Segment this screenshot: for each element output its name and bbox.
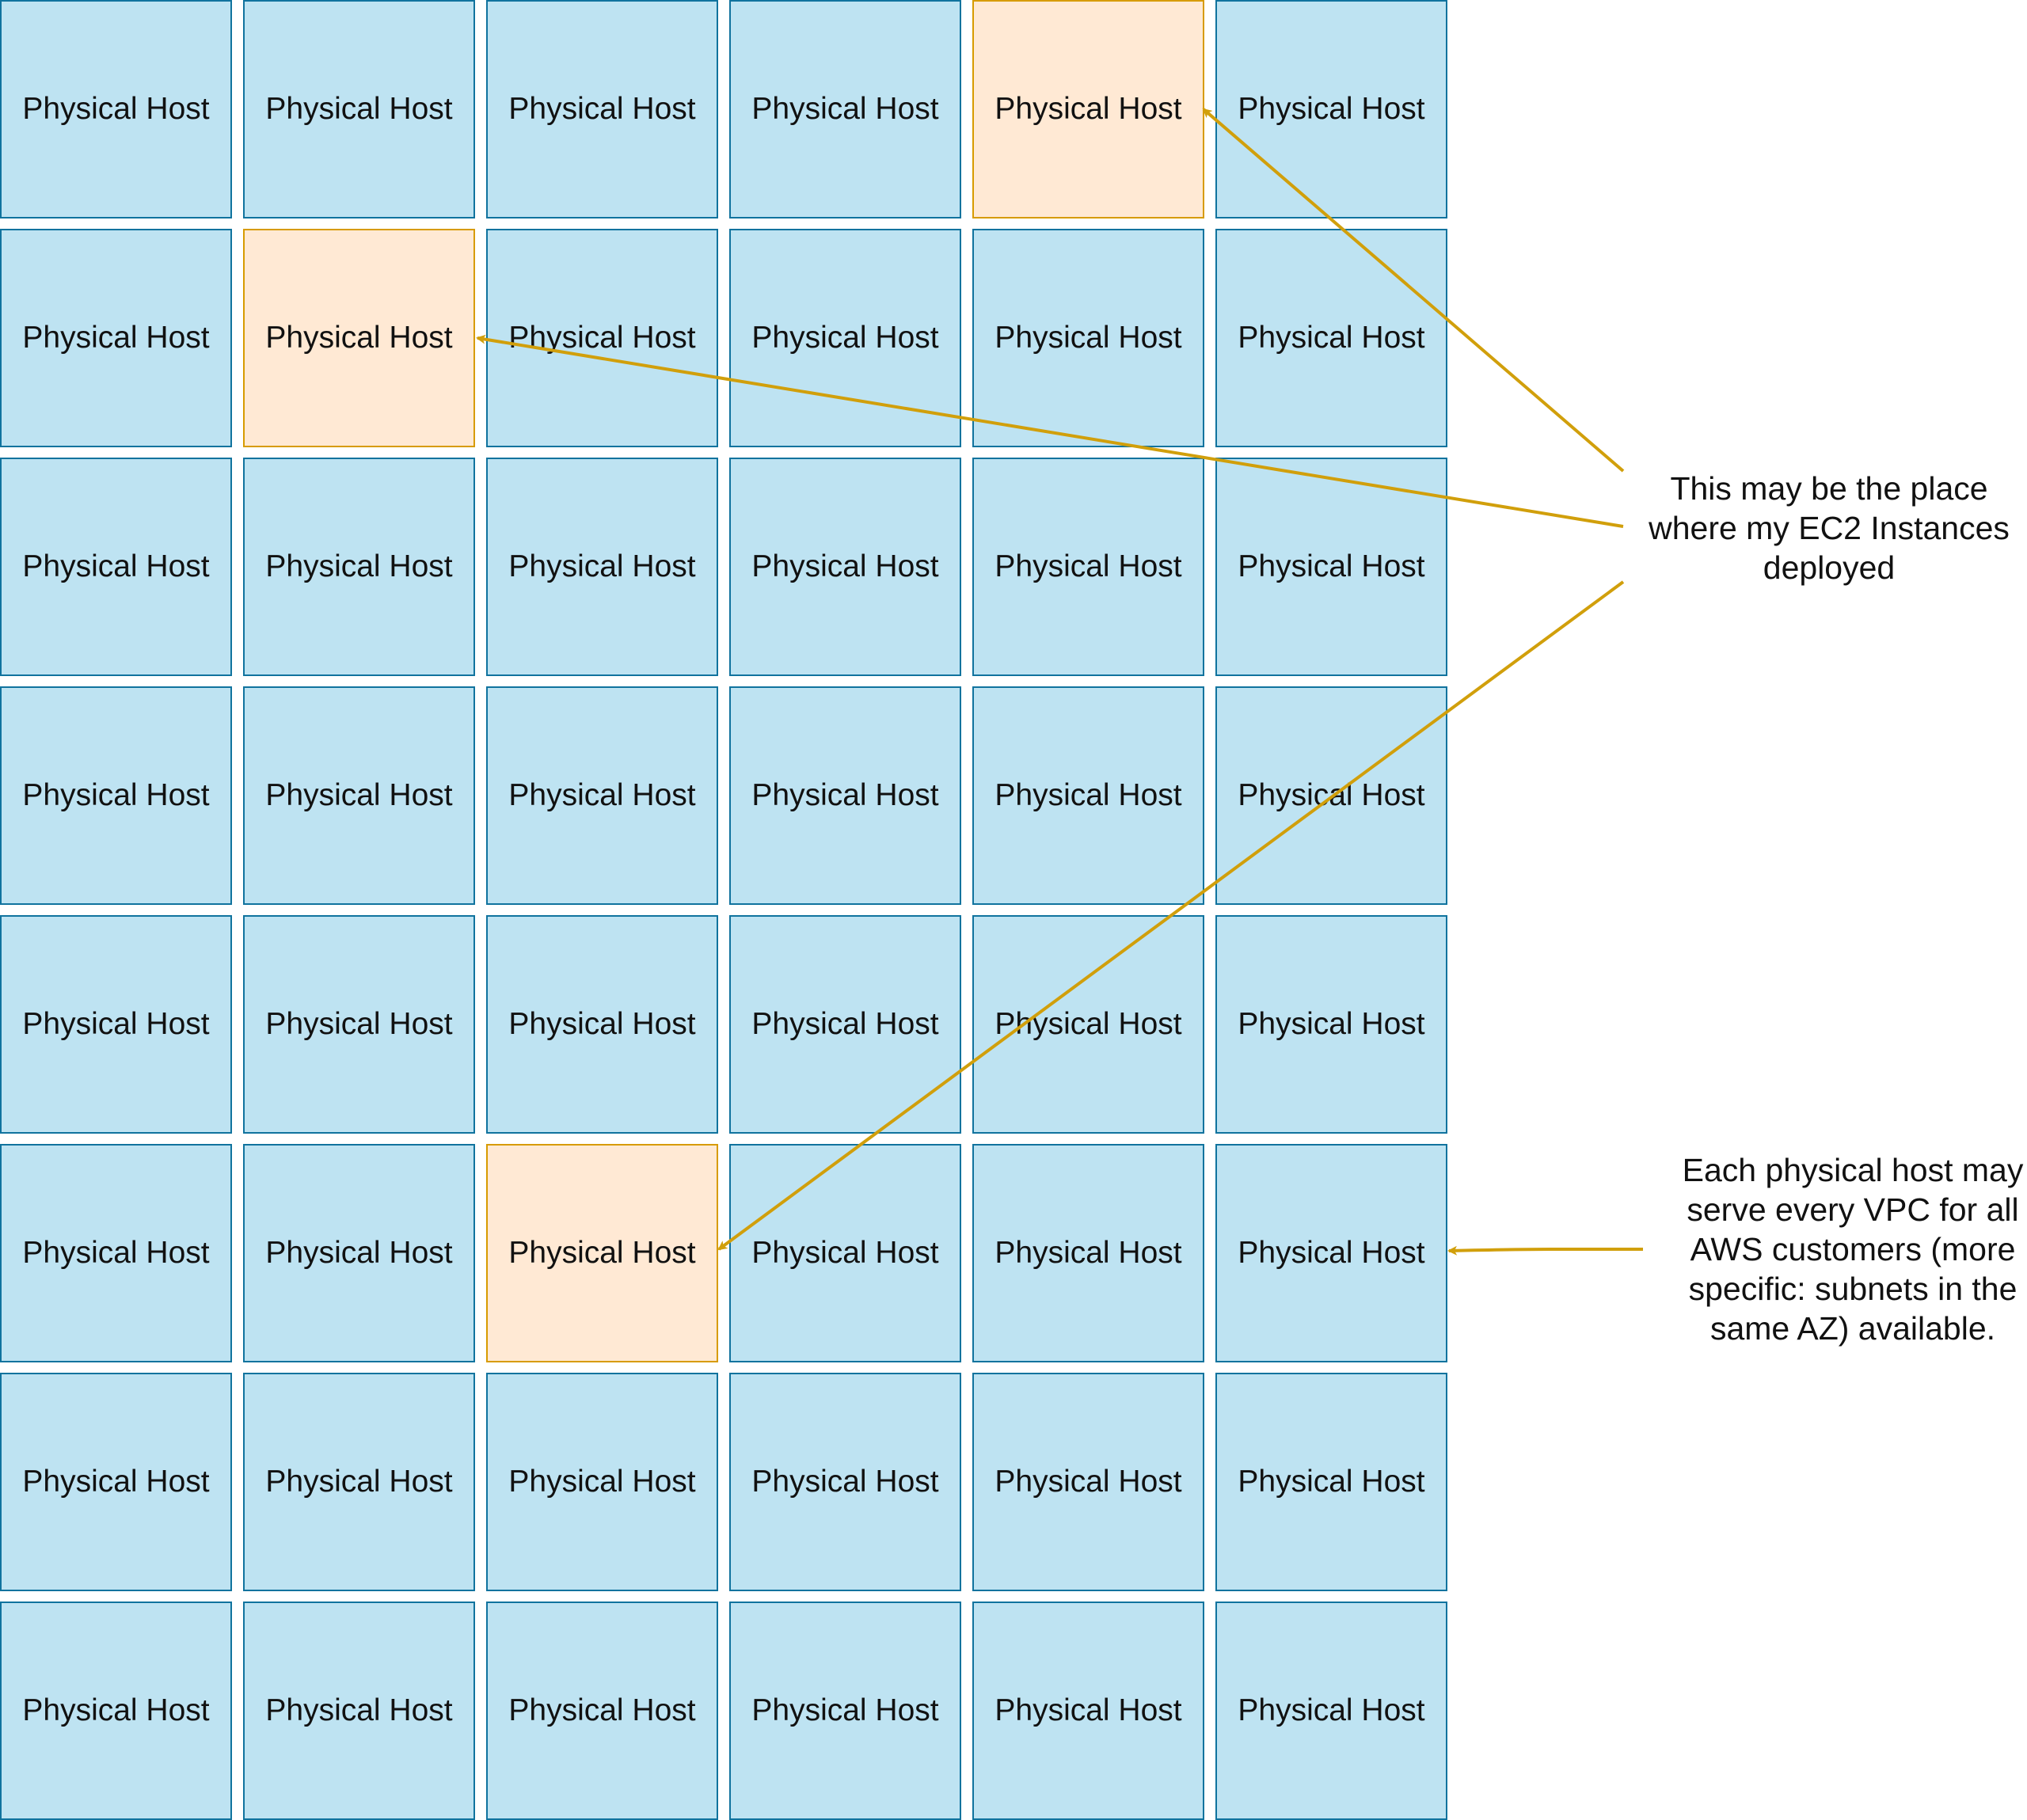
physical-host-r2-c3: Physical Host bbox=[486, 229, 718, 447]
physical-host-r4-c5: Physical Host bbox=[972, 686, 1204, 905]
physical-host-r4-c1: Physical Host bbox=[0, 686, 232, 905]
physical-host-r4-c6: Physical Host bbox=[1215, 686, 1447, 905]
physical-host-r6-c2: Physical Host bbox=[243, 1144, 475, 1362]
physical-host-r1-c1: Physical Host bbox=[0, 0, 232, 218]
physical-host-r8-c4: Physical Host bbox=[729, 1602, 961, 1820]
physical-host-r3-c2: Physical Host bbox=[243, 458, 475, 676]
physical-host-r8-c6: Physical Host bbox=[1215, 1602, 1447, 1820]
arrow-to-host-column-6 bbox=[1447, 1245, 1643, 1256]
physical-host-r1-c4: Physical Host bbox=[729, 0, 961, 218]
ec2-placement-note: This may be the place where my EC2 Insta… bbox=[1649, 470, 2010, 586]
physical-host-r3-c3: Physical Host bbox=[486, 458, 718, 676]
physical-host-r5-c6: Physical Host bbox=[1215, 915, 1447, 1134]
physical-host-r5-c1: Physical Host bbox=[0, 915, 232, 1134]
physical-host-r7-c6: Physical Host bbox=[1215, 1373, 1447, 1591]
physical-host-r2-c5: Physical Host bbox=[972, 229, 1204, 447]
physical-host-r3-c4: Physical Host bbox=[729, 458, 961, 676]
physical-host-r6-c5: Physical Host bbox=[972, 1144, 1204, 1362]
physical-host-r3-c1: Physical Host bbox=[0, 458, 232, 676]
physical-host-r8-c1: Physical Host bbox=[0, 1602, 232, 1820]
physical-host-r5-c4: Physical Host bbox=[729, 915, 961, 1134]
physical-host-r1-c2: Physical Host bbox=[243, 0, 475, 218]
vpc-sharing-note: Each physical host may serve every VPC f… bbox=[1682, 1152, 2024, 1347]
physical-host-r7-c3: Physical Host bbox=[486, 1373, 718, 1591]
physical-host-r6-c1: Physical Host bbox=[0, 1144, 232, 1362]
physical-host-r8-c3: Physical Host bbox=[486, 1602, 718, 1820]
physical-host-r3-c5: Physical Host bbox=[972, 458, 1204, 676]
physical-host-r8-c2: Physical Host bbox=[243, 1602, 475, 1820]
physical-host-r2-c2: Physical Host bbox=[243, 229, 475, 447]
physical-host-r3-c6: Physical Host bbox=[1215, 458, 1447, 676]
physical-host-r2-c6: Physical Host bbox=[1215, 229, 1447, 447]
physical-host-r2-c4: Physical Host bbox=[729, 229, 961, 447]
physical-host-r7-c1: Physical Host bbox=[0, 1373, 232, 1591]
physical-host-r6-c6: Physical Host bbox=[1215, 1144, 1447, 1362]
physical-host-r8-c5: Physical Host bbox=[972, 1602, 1204, 1820]
physical-host-r1-c3: Physical Host bbox=[486, 0, 718, 218]
physical-host-r7-c5: Physical Host bbox=[972, 1373, 1204, 1591]
physical-host-r2-c1: Physical Host bbox=[0, 229, 232, 447]
physical-host-r7-c2: Physical Host bbox=[243, 1373, 475, 1591]
physical-host-r4-c4: Physical Host bbox=[729, 686, 961, 905]
physical-host-r5-c2: Physical Host bbox=[243, 915, 475, 1134]
physical-host-r5-c5: Physical Host bbox=[972, 915, 1204, 1134]
physical-host-r7-c4: Physical Host bbox=[729, 1373, 961, 1591]
physical-host-r4-c2: Physical Host bbox=[243, 686, 475, 905]
physical-host-r6-c3: Physical Host bbox=[486, 1144, 718, 1362]
physical-host-r6-c4: Physical Host bbox=[729, 1144, 961, 1362]
physical-host-r4-c3: Physical Host bbox=[486, 686, 718, 905]
physical-host-r1-c5: Physical Host bbox=[972, 0, 1204, 218]
physical-host-r5-c3: Physical Host bbox=[486, 915, 718, 1134]
physical-host-r1-c6: Physical Host bbox=[1215, 0, 1447, 218]
